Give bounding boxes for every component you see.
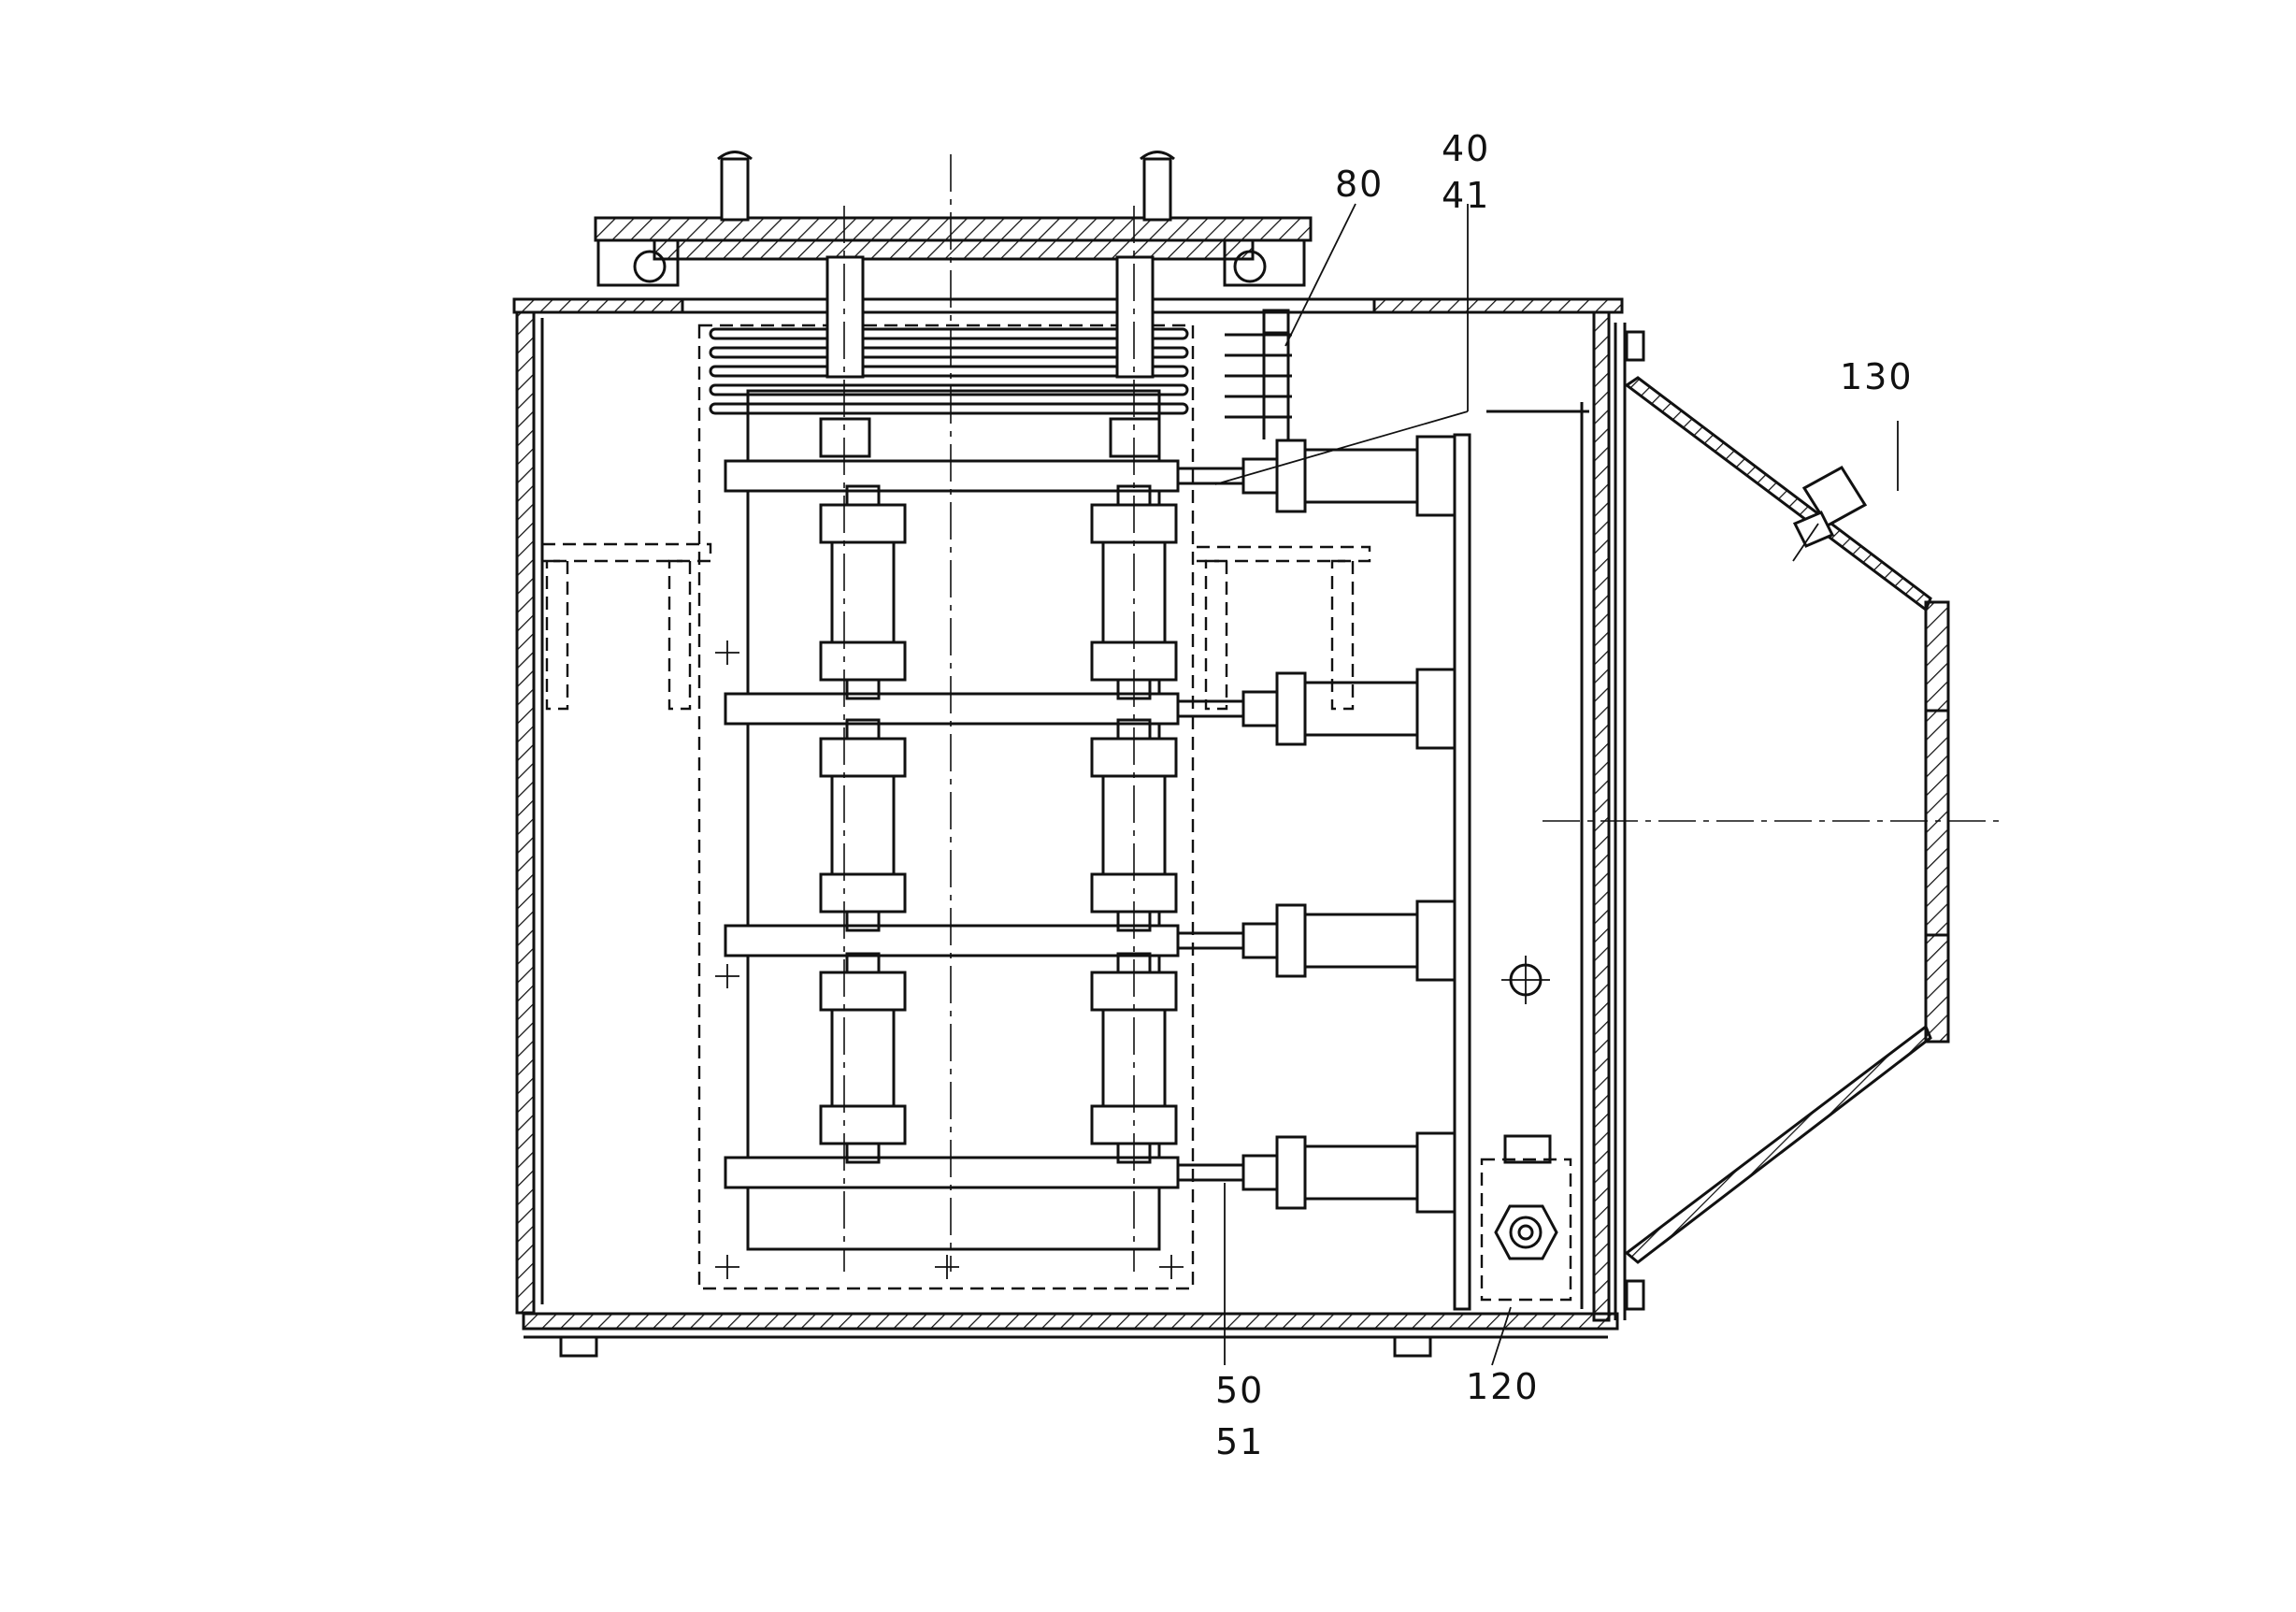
connectors (1178, 435, 1457, 1214)
collar (1275, 903, 1307, 978)
flange (1415, 435, 1457, 517)
base-block (746, 1186, 1161, 1251)
stub (1241, 1154, 1279, 1191)
cap-end (819, 640, 907, 682)
capacitor (830, 540, 896, 644)
centerlines (843, 154, 2005, 1272)
cap-end (819, 971, 907, 1012)
capacitor-stack (724, 255, 1180, 1251)
insulator (1303, 448, 1419, 504)
insulator (1303, 913, 1419, 969)
insulator (1303, 1144, 1419, 1201)
cap-end (819, 872, 907, 914)
plate (724, 1156, 1180, 1189)
shaft (825, 255, 865, 379)
cap-end (819, 503, 907, 544)
spacer (845, 718, 881, 741)
stub (1241, 922, 1279, 959)
flange (1415, 1131, 1457, 1214)
fin (709, 402, 1189, 415)
label-51: 51 (1215, 1421, 1264, 1462)
stub (1241, 690, 1279, 727)
fin (709, 327, 1189, 340)
shaft (1115, 255, 1155, 379)
plate (724, 924, 1180, 957)
insulator (1303, 681, 1419, 737)
collar (1275, 671, 1307, 746)
housing (512, 151, 1645, 1358)
capacitor (830, 1008, 896, 1108)
collar (1275, 1135, 1307, 1210)
fin (709, 365, 1189, 378)
label-50: 50 (1215, 1370, 1264, 1411)
fin (709, 383, 1189, 396)
fin (709, 346, 1189, 359)
rack-outline (697, 324, 1195, 1290)
cap-end (819, 1104, 907, 1145)
spacer (845, 678, 881, 700)
capacitor (830, 774, 896, 876)
reference-crosses (715, 640, 1184, 1279)
cone-hood (1624, 376, 1950, 1264)
label-120: 120 (1466, 1366, 1540, 1407)
plate (724, 459, 1180, 493)
label-41: 41 (1442, 175, 1490, 216)
stub (1241, 457, 1279, 495)
side-brackets (542, 542, 1371, 711)
spacer (845, 484, 881, 507)
terminal-plate (1453, 410, 1589, 1311)
nut (1109, 417, 1161, 458)
nut (819, 417, 871, 458)
label-80: 80 (1335, 164, 1384, 205)
label-40: 40 (1442, 128, 1490, 169)
spacer (845, 910, 881, 932)
collar (1275, 439, 1307, 513)
cap-end (819, 737, 907, 778)
plate (724, 692, 1180, 726)
valve-120 (1480, 1134, 1572, 1302)
flange (1415, 900, 1457, 982)
spacer (845, 952, 881, 974)
cooling-fins (709, 327, 1189, 415)
label-130: 130 (1840, 356, 1914, 397)
spacer (845, 1142, 881, 1164)
coil-80 (1225, 309, 1292, 439)
leader-lines (1214, 203, 1899, 1366)
flange (1415, 668, 1457, 750)
